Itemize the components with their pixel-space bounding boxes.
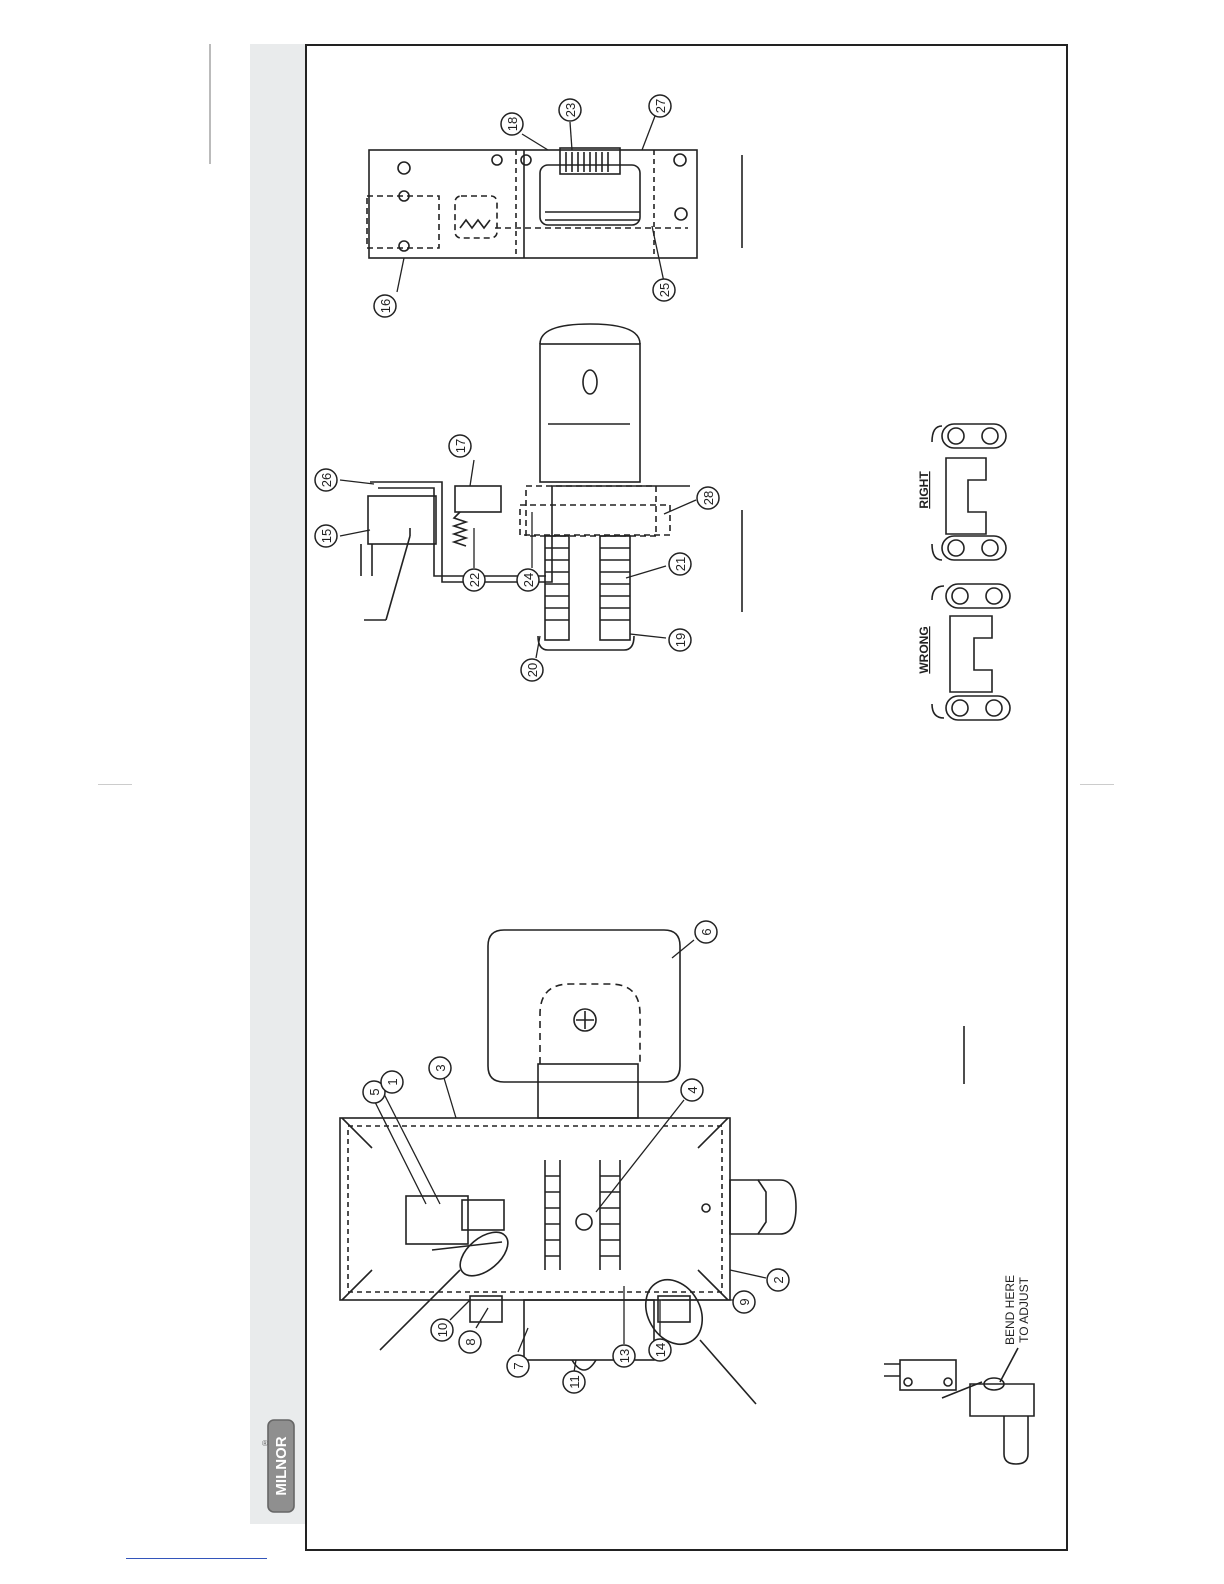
- svg-text:25: 25: [657, 283, 672, 297]
- callout-2: 2: [767, 1269, 789, 1291]
- callout-28: 28: [697, 487, 719, 509]
- callout-18: 18: [501, 113, 523, 135]
- svg-text:1: 1: [385, 1078, 400, 1085]
- svg-text:11: 11: [567, 1375, 582, 1389]
- svg-text:13: 13: [617, 1349, 632, 1363]
- svg-text:27: 27: [653, 99, 668, 113]
- svg-text:19: 19: [673, 633, 688, 647]
- svg-text:15: 15: [319, 529, 334, 543]
- logo-text: MILNOR: [273, 1436, 290, 1495]
- right-wrong-detail: [932, 424, 1010, 720]
- side-view-springs: [361, 324, 742, 650]
- svg-text:17: 17: [453, 439, 468, 453]
- svg-text:4: 4: [685, 1086, 700, 1093]
- callout-9: 9: [733, 1291, 755, 1313]
- callout-16: 16: [374, 295, 396, 317]
- svg-text:5: 5: [367, 1088, 382, 1095]
- callout-13: 13: [613, 1345, 635, 1367]
- switch-bend-detail: [884, 1348, 1034, 1464]
- callout-24: 24: [517, 569, 539, 591]
- svg-text:22: 22: [467, 573, 482, 587]
- wrong-label: WRONG: [917, 626, 931, 673]
- svg-text:16: 16: [378, 299, 393, 313]
- svg-text:21: 21: [673, 557, 688, 571]
- callout-20: 20: [521, 659, 543, 681]
- callout-17: 17: [449, 435, 471, 457]
- svg-text:3: 3: [433, 1064, 448, 1071]
- callout-22: 22: [463, 569, 485, 591]
- callout-7: 7: [507, 1355, 529, 1377]
- bend-label-line1: BEND HERE: [1003, 1275, 1017, 1345]
- callout-6: 6: [695, 921, 717, 943]
- svg-text:23: 23: [563, 103, 578, 117]
- svg-text:8: 8: [463, 1338, 478, 1345]
- callout-27: 27: [649, 95, 671, 117]
- svg-text:2: 2: [771, 1276, 786, 1283]
- bend-label-line2: TO ADJUST: [1017, 1276, 1031, 1342]
- svg-text:7: 7: [511, 1362, 526, 1369]
- callout-23: 23: [559, 99, 581, 121]
- callout-11: 11: [563, 1371, 585, 1393]
- callouts: 16 18 23 27 25 26 17 15 22 24 28 21 19 2…: [315, 95, 789, 1393]
- callout-8: 8: [459, 1331, 481, 1353]
- callout-1: 1: [381, 1071, 403, 1093]
- svg-text:10: 10: [435, 1323, 450, 1337]
- callout-4: 4: [681, 1079, 703, 1101]
- callout-3: 3: [429, 1057, 451, 1079]
- logo-registered-mark: ®: [262, 1439, 268, 1448]
- svg-text:26: 26: [319, 473, 334, 487]
- callout-15: 15: [315, 525, 337, 547]
- detail-labels: RIGHT WRONG BEND HERE TO ADJUST: [917, 471, 1031, 1345]
- right-label: RIGHT: [917, 471, 931, 509]
- callout-26: 26: [315, 469, 337, 491]
- milnor-logo: MILNOR ®: [262, 1420, 294, 1512]
- svg-text:24: 24: [521, 573, 536, 587]
- svg-text:6: 6: [699, 928, 714, 935]
- svg-text:28: 28: [701, 491, 716, 505]
- svg-text:14: 14: [653, 1343, 668, 1357]
- top-view-plate: [367, 148, 742, 258]
- callout-leaders: [340, 116, 766, 1372]
- svg-text:18: 18: [505, 117, 520, 131]
- callout-25: 25: [653, 279, 675, 301]
- callout-14: 14: [649, 1339, 671, 1361]
- svg-text:9: 9: [737, 1298, 752, 1305]
- callout-21: 21: [669, 553, 691, 575]
- callout-10: 10: [431, 1319, 453, 1341]
- svg-text:20: 20: [525, 663, 540, 677]
- callout-19: 19: [669, 629, 691, 651]
